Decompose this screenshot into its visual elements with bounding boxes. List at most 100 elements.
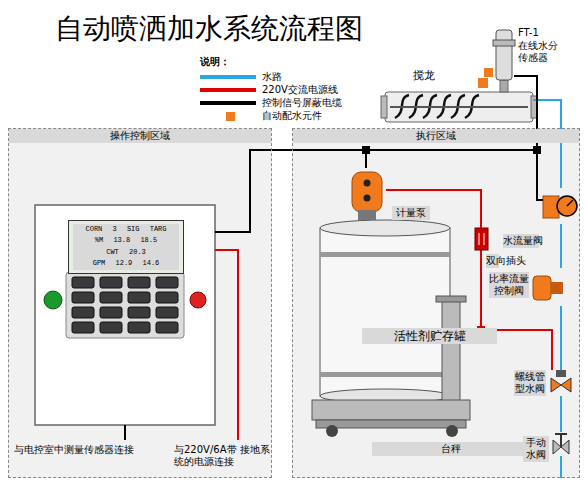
plug-pin	[484, 233, 485, 245]
pump: 计量泵	[348, 168, 386, 212]
cable-junction	[362, 146, 370, 154]
sensor-ring	[493, 40, 515, 46]
water-line	[560, 456, 562, 478]
stirrer: 搅龙	[385, 88, 533, 126]
part-label: FT-1	[518, 27, 539, 39]
moisture-sensor	[496, 30, 512, 80]
power-line	[215, 250, 238, 440]
scale-post-cap	[436, 296, 466, 302]
valve-stem	[560, 434, 562, 446]
power-line	[481, 250, 552, 370]
keypad-key	[72, 277, 94, 288]
solenoid-valve: 螺线管 型水阀	[550, 370, 572, 396]
keypad-key	[156, 307, 178, 318]
legend-heading: 说明：	[200, 56, 230, 68]
two-way-plug	[475, 228, 488, 250]
legend-line-sample	[200, 101, 256, 105]
keypad-plate	[66, 272, 184, 338]
pump-base	[358, 210, 376, 220]
keypad-key	[156, 292, 178, 303]
connector-line	[560, 224, 562, 268]
screw	[390, 95, 528, 118]
stirrer-body	[385, 92, 533, 122]
keypad-key	[72, 307, 94, 318]
region-heading: 执行区域	[293, 129, 579, 143]
part-label: 手动 水阀	[523, 436, 549, 462]
connection-note: 与220V/6A带 接地系统的电源连接	[174, 444, 270, 468]
keypad-key	[72, 322, 94, 333]
legend-text: 220V交流电源线	[262, 84, 338, 96]
region: 操作控制区域 CORN 3 SIG TARG%M 13.8 18.5CWT 20.…	[8, 128, 272, 478]
connector-line	[560, 306, 562, 370]
display-row: CORN 3 SIG TARG	[73, 224, 179, 235]
connector-line	[386, 190, 481, 228]
ratio-valve-flange	[551, 282, 563, 294]
controller-box	[35, 205, 215, 425]
pump-dot	[364, 180, 371, 187]
scale-post	[442, 300, 460, 402]
plug: 双向插头	[475, 228, 488, 250]
plug-pin	[479, 233, 480, 245]
stirrer-cap	[381, 96, 387, 118]
legend-swatch	[226, 112, 235, 121]
pump-dot	[364, 195, 371, 202]
scale-base	[316, 420, 466, 428]
screw-shaft	[390, 106, 528, 108]
keypad-key	[128, 322, 150, 333]
flow-valve: 水流量阀	[543, 188, 579, 224]
solenoid-coil	[556, 370, 566, 377]
part-label: 水流量阀	[503, 234, 539, 248]
tank: 活性剂贮存罐	[318, 218, 453, 402]
scale-wheel	[446, 425, 458, 437]
keypad-key	[128, 307, 150, 318]
keypad-key	[100, 322, 122, 333]
keypad-key	[156, 277, 178, 288]
scale: 台秤	[312, 296, 470, 438]
scale-platform	[312, 400, 470, 420]
tank-band	[320, 372, 450, 377]
tank-body	[320, 228, 450, 396]
ratio-valve: 比率流量 控制阀	[533, 268, 567, 306]
legend-item: 220V交流电源线	[200, 84, 370, 97]
keypad-key	[128, 292, 150, 303]
metering-pump	[352, 172, 382, 212]
start-button	[44, 291, 62, 309]
legend-item: 自动配水元件	[200, 110, 370, 123]
sensor-mount	[500, 80, 508, 92]
control-cable	[215, 150, 537, 232]
legend-text: 水路	[262, 71, 282, 83]
keypad-key	[100, 277, 122, 288]
auto-water-part	[478, 78, 488, 88]
part-label: 双向插头	[486, 254, 499, 268]
part-label: 活性剂贮存罐	[362, 328, 497, 344]
legend-text: 控制信号屏蔽电缆	[262, 97, 342, 109]
lcd-display: CORN 3 SIG TARG%M 13.8 18.5CWT 20.3GPM 1…	[68, 220, 184, 274]
ratio-valve-body	[533, 276, 551, 300]
region: 执行区域计量泵水流量阀双向插头活性剂贮存罐比率流量 控制阀螺线管 型水阀台秤手动…	[292, 128, 580, 478]
manual-valve: 手动 水阀	[553, 432, 569, 456]
tank-top	[320, 220, 450, 236]
legend-line-sample	[200, 75, 256, 79]
control-cable	[124, 425, 126, 440]
legend-text: 自动配水元件	[262, 110, 322, 122]
region-heading: 操作控制区域	[9, 129, 271, 143]
part-label: 螺线管 型水阀	[514, 370, 546, 396]
legend-item: 控制信号屏蔽电缆	[200, 97, 370, 110]
keypad-key	[156, 322, 178, 333]
part-label: 比率流量 控制阀	[489, 272, 529, 298]
legend-item: 水路	[200, 71, 370, 84]
connector-line	[560, 396, 562, 432]
diagram-title: 自动喷洒加水系统流程图	[55, 12, 363, 46]
region-ground	[8, 128, 272, 478]
sensor: FT-1在线水分 传感器	[494, 28, 514, 80]
auto-water-part	[484, 68, 493, 77]
part-label: 在线水分 传感器	[518, 40, 564, 64]
part-label: 搅龙	[413, 69, 435, 82]
tank-band	[320, 252, 450, 257]
legend-line-sample	[200, 88, 256, 92]
dial-needle	[567, 200, 573, 206]
keypad-key	[100, 292, 122, 303]
keypad	[72, 277, 178, 333]
keypad-key	[128, 277, 150, 288]
